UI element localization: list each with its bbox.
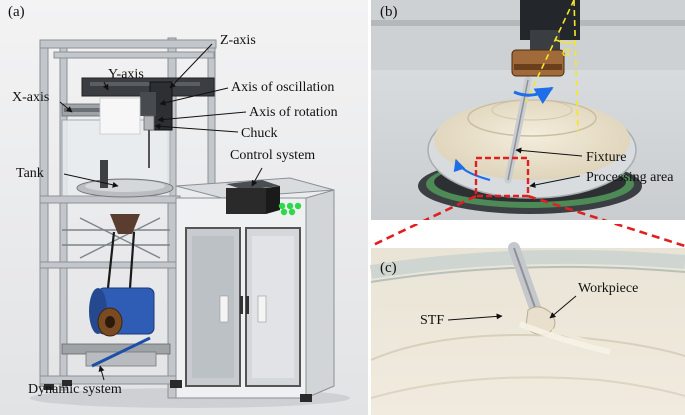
panel-c-label: (c) <box>380 260 397 276</box>
spindle-head <box>511 0 580 77</box>
alpha-arc <box>555 39 575 44</box>
panel-divider-horizontal <box>371 220 685 224</box>
panel-b-label: (b) <box>380 4 398 20</box>
dynamic-system-motor <box>89 287 155 337</box>
axis-of-oscillation-label: Axis of oscillation <box>231 80 334 95</box>
rotation-arrow-spindle <box>513 86 554 105</box>
middle-bracket <box>110 214 140 234</box>
base-rails <box>61 336 171 368</box>
x-axis-label: X-axis <box>12 90 49 105</box>
dynamic-system-label: Dynamic system <box>28 382 122 397</box>
tank-stand <box>100 160 108 188</box>
axis-of-rotation-label: Axis of rotation <box>249 105 338 120</box>
middle-rack <box>62 217 170 259</box>
control-system-label: Control system <box>230 148 315 163</box>
panel-c: (c) Workpiece STF <box>369 242 685 415</box>
y-axis-label: Y-axis <box>108 67 144 82</box>
alpha-angle-lines <box>525 0 579 133</box>
processing-bowl <box>427 99 637 199</box>
z-axis-label: Z-axis <box>220 33 256 48</box>
panel-a: (a) Y-axis Z-axis X-axis Axis of oscilla… <box>0 0 368 415</box>
alpha-label: α <box>562 43 571 60</box>
chuck-label: Chuck <box>241 126 278 141</box>
panel-a-label: (a) <box>8 4 25 20</box>
stf-label: STF <box>420 313 444 328</box>
machine-feet <box>44 380 312 402</box>
tank-label: Tank <box>16 166 44 181</box>
fixture-label: Fixture <box>586 150 626 165</box>
cabinet <box>175 177 335 399</box>
control-panel-leds <box>278 202 302 216</box>
panel-divider-vertical <box>368 0 371 415</box>
stf-wake <box>518 321 611 355</box>
z-axis-column <box>140 81 173 168</box>
panel-b: α (b) Fixture Processing area <box>371 0 685 220</box>
rotation-arrow-bowl <box>453 158 491 181</box>
processing-area-label: Processing area <box>586 170 674 185</box>
workpiece-label: Workpiece <box>578 281 638 296</box>
leader-lines <box>59 43 263 381</box>
